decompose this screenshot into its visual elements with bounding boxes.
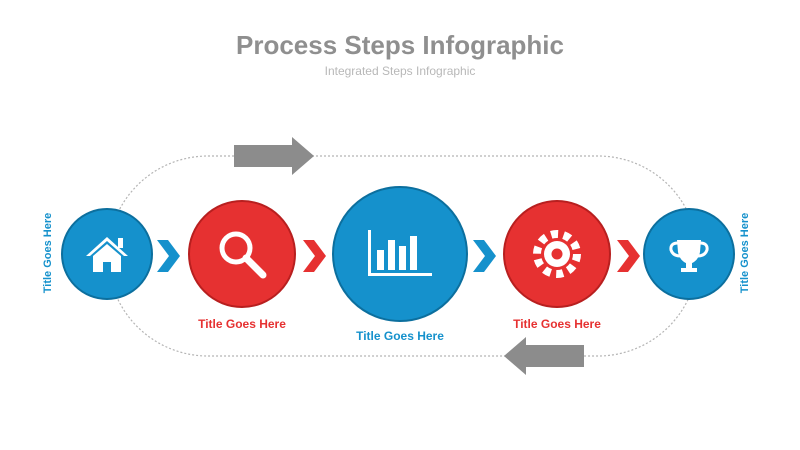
chevron-right-icon bbox=[303, 240, 326, 272]
page-title: Process Steps Infographic bbox=[236, 30, 564, 60]
step-3-label: Title Goes Here bbox=[356, 329, 444, 343]
step-4-label: Title Goes Here bbox=[513, 317, 601, 331]
top-arrow-right-icon bbox=[234, 137, 314, 175]
chevron-right-icon bbox=[157, 240, 180, 272]
step-2-label: Title Goes Here bbox=[198, 317, 286, 331]
step-4-circle bbox=[503, 200, 611, 308]
step-5-circle bbox=[643, 208, 735, 300]
step-2-circle bbox=[188, 200, 296, 308]
search-icon bbox=[219, 231, 267, 279]
bottom-arrow-left-icon bbox=[504, 337, 584, 375]
gear-icon bbox=[533, 230, 581, 278]
step-3-circle bbox=[332, 186, 468, 322]
chevron-right-icon bbox=[473, 240, 496, 272]
step-5-label: Title Goes Here bbox=[739, 212, 751, 294]
home-icon bbox=[86, 237, 128, 272]
chevron-right-icon bbox=[617, 240, 640, 272]
bar-chart-icon bbox=[368, 230, 432, 276]
step-1-label: Title Goes Here bbox=[42, 212, 54, 294]
step-1-circle bbox=[61, 208, 153, 300]
page-subtitle: Integrated Steps Infographic bbox=[324, 64, 476, 78]
trophy-icon bbox=[669, 240, 709, 272]
